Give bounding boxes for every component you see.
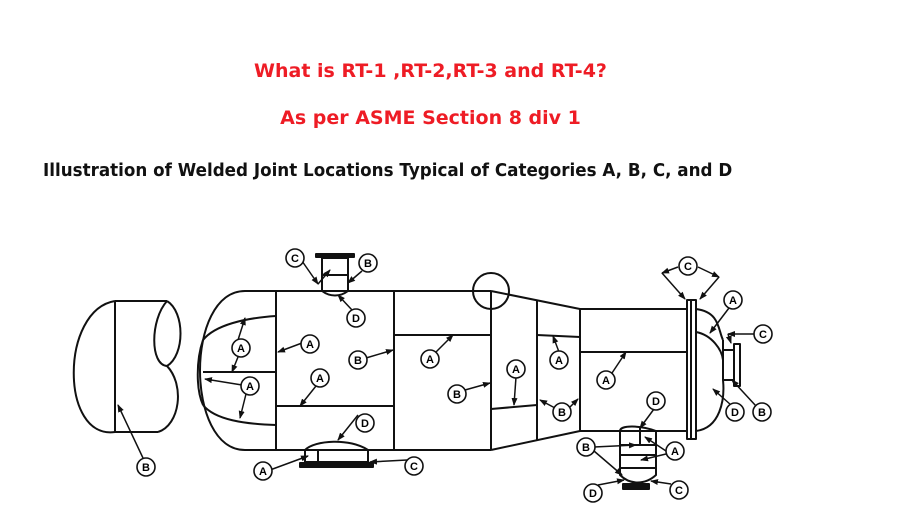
label-c-3: C (669, 480, 689, 500)
svg-text:C: C (759, 329, 767, 341)
body-flange (686, 299, 725, 440)
svg-text:A: A (671, 446, 679, 458)
svg-text:A: A (306, 339, 314, 351)
svg-text:D: D (361, 418, 369, 430)
svg-text:D: D (652, 396, 660, 408)
label-b-6: B (576, 437, 596, 457)
svg-text:A: A (555, 355, 563, 367)
svg-text:A: A (512, 364, 520, 376)
svg-text:C: C (675, 485, 683, 497)
svg-text:A: A (426, 354, 434, 366)
bottom-manway (299, 440, 374, 468)
label-d-1: D (346, 308, 366, 328)
leader-arrows (117, 260, 757, 486)
label-c-1: C (285, 248, 305, 268)
svg-text:D: D (731, 407, 739, 419)
label-b-1: B (136, 457, 156, 477)
label-d-4: D (583, 483, 603, 503)
svg-text:C: C (684, 261, 692, 273)
label-c-2: C (404, 456, 424, 476)
svg-text:B: B (582, 442, 590, 454)
svg-text:A: A (246, 381, 254, 393)
svg-text:D: D (589, 488, 597, 500)
label-a-8: A (549, 350, 569, 370)
svg-text:A: A (316, 373, 324, 385)
svg-text:B: B (364, 258, 372, 270)
shell-course-1 (275, 290, 395, 451)
label-d-3: D (646, 391, 666, 411)
label-a-9: A (596, 370, 616, 390)
svg-text:D: D (352, 313, 360, 325)
shell-course-2 (394, 272, 510, 451)
label-c-4: C (678, 256, 698, 276)
svg-text:A: A (237, 343, 245, 355)
svg-text:C: C (291, 253, 299, 265)
label-a-11: A (723, 290, 743, 310)
label-a-3: A (300, 334, 320, 354)
page-title: What is RT-1 ,RT-2,RT-3 and RT-4? (254, 60, 607, 82)
label-b-7: B (752, 402, 772, 422)
label-b-4: B (447, 384, 467, 404)
left-ellipsoidal-head (196, 290, 277, 451)
category-labels: B C B D A A A A B D A C A B A A B A D B … (136, 248, 773, 503)
svg-text:C: C (410, 461, 418, 473)
label-d-2: D (355, 413, 375, 433)
label-a-6: A (420, 349, 440, 369)
svg-text:B: B (142, 462, 150, 474)
svg-text:B: B (558, 407, 566, 419)
label-a-5: A (253, 461, 273, 481)
svg-text:B: B (354, 355, 362, 367)
label-a-2: A (240, 376, 260, 396)
label-b-5: B (552, 402, 572, 422)
label-c-5: C (753, 324, 773, 344)
cutaway-head (72, 300, 182, 434)
svg-text:A: A (259, 466, 267, 478)
svg-text:A: A (729, 295, 737, 307)
figure-caption: Illustration of Welded Joint Locations T… (43, 160, 733, 181)
label-a-4: A (310, 368, 330, 388)
label-a-7: A (506, 359, 526, 379)
bottom-sump (619, 425, 657, 490)
label-b-3: B (348, 350, 368, 370)
label-b-2: B (358, 253, 378, 273)
svg-text:A: A (602, 375, 610, 387)
top-nozzle (315, 253, 355, 297)
right-nozzle (722, 343, 741, 387)
page-subtitle-red: As per ASME Section 8 div 1 (280, 107, 581, 129)
svg-text:B: B (453, 389, 461, 401)
label-a-1: A (231, 338, 251, 358)
conical-transition (490, 290, 581, 451)
label-d-5: D (725, 402, 745, 422)
shell-course-3 (580, 308, 687, 432)
svg-text:B: B (758, 407, 766, 419)
label-a-10: A (665, 441, 685, 461)
